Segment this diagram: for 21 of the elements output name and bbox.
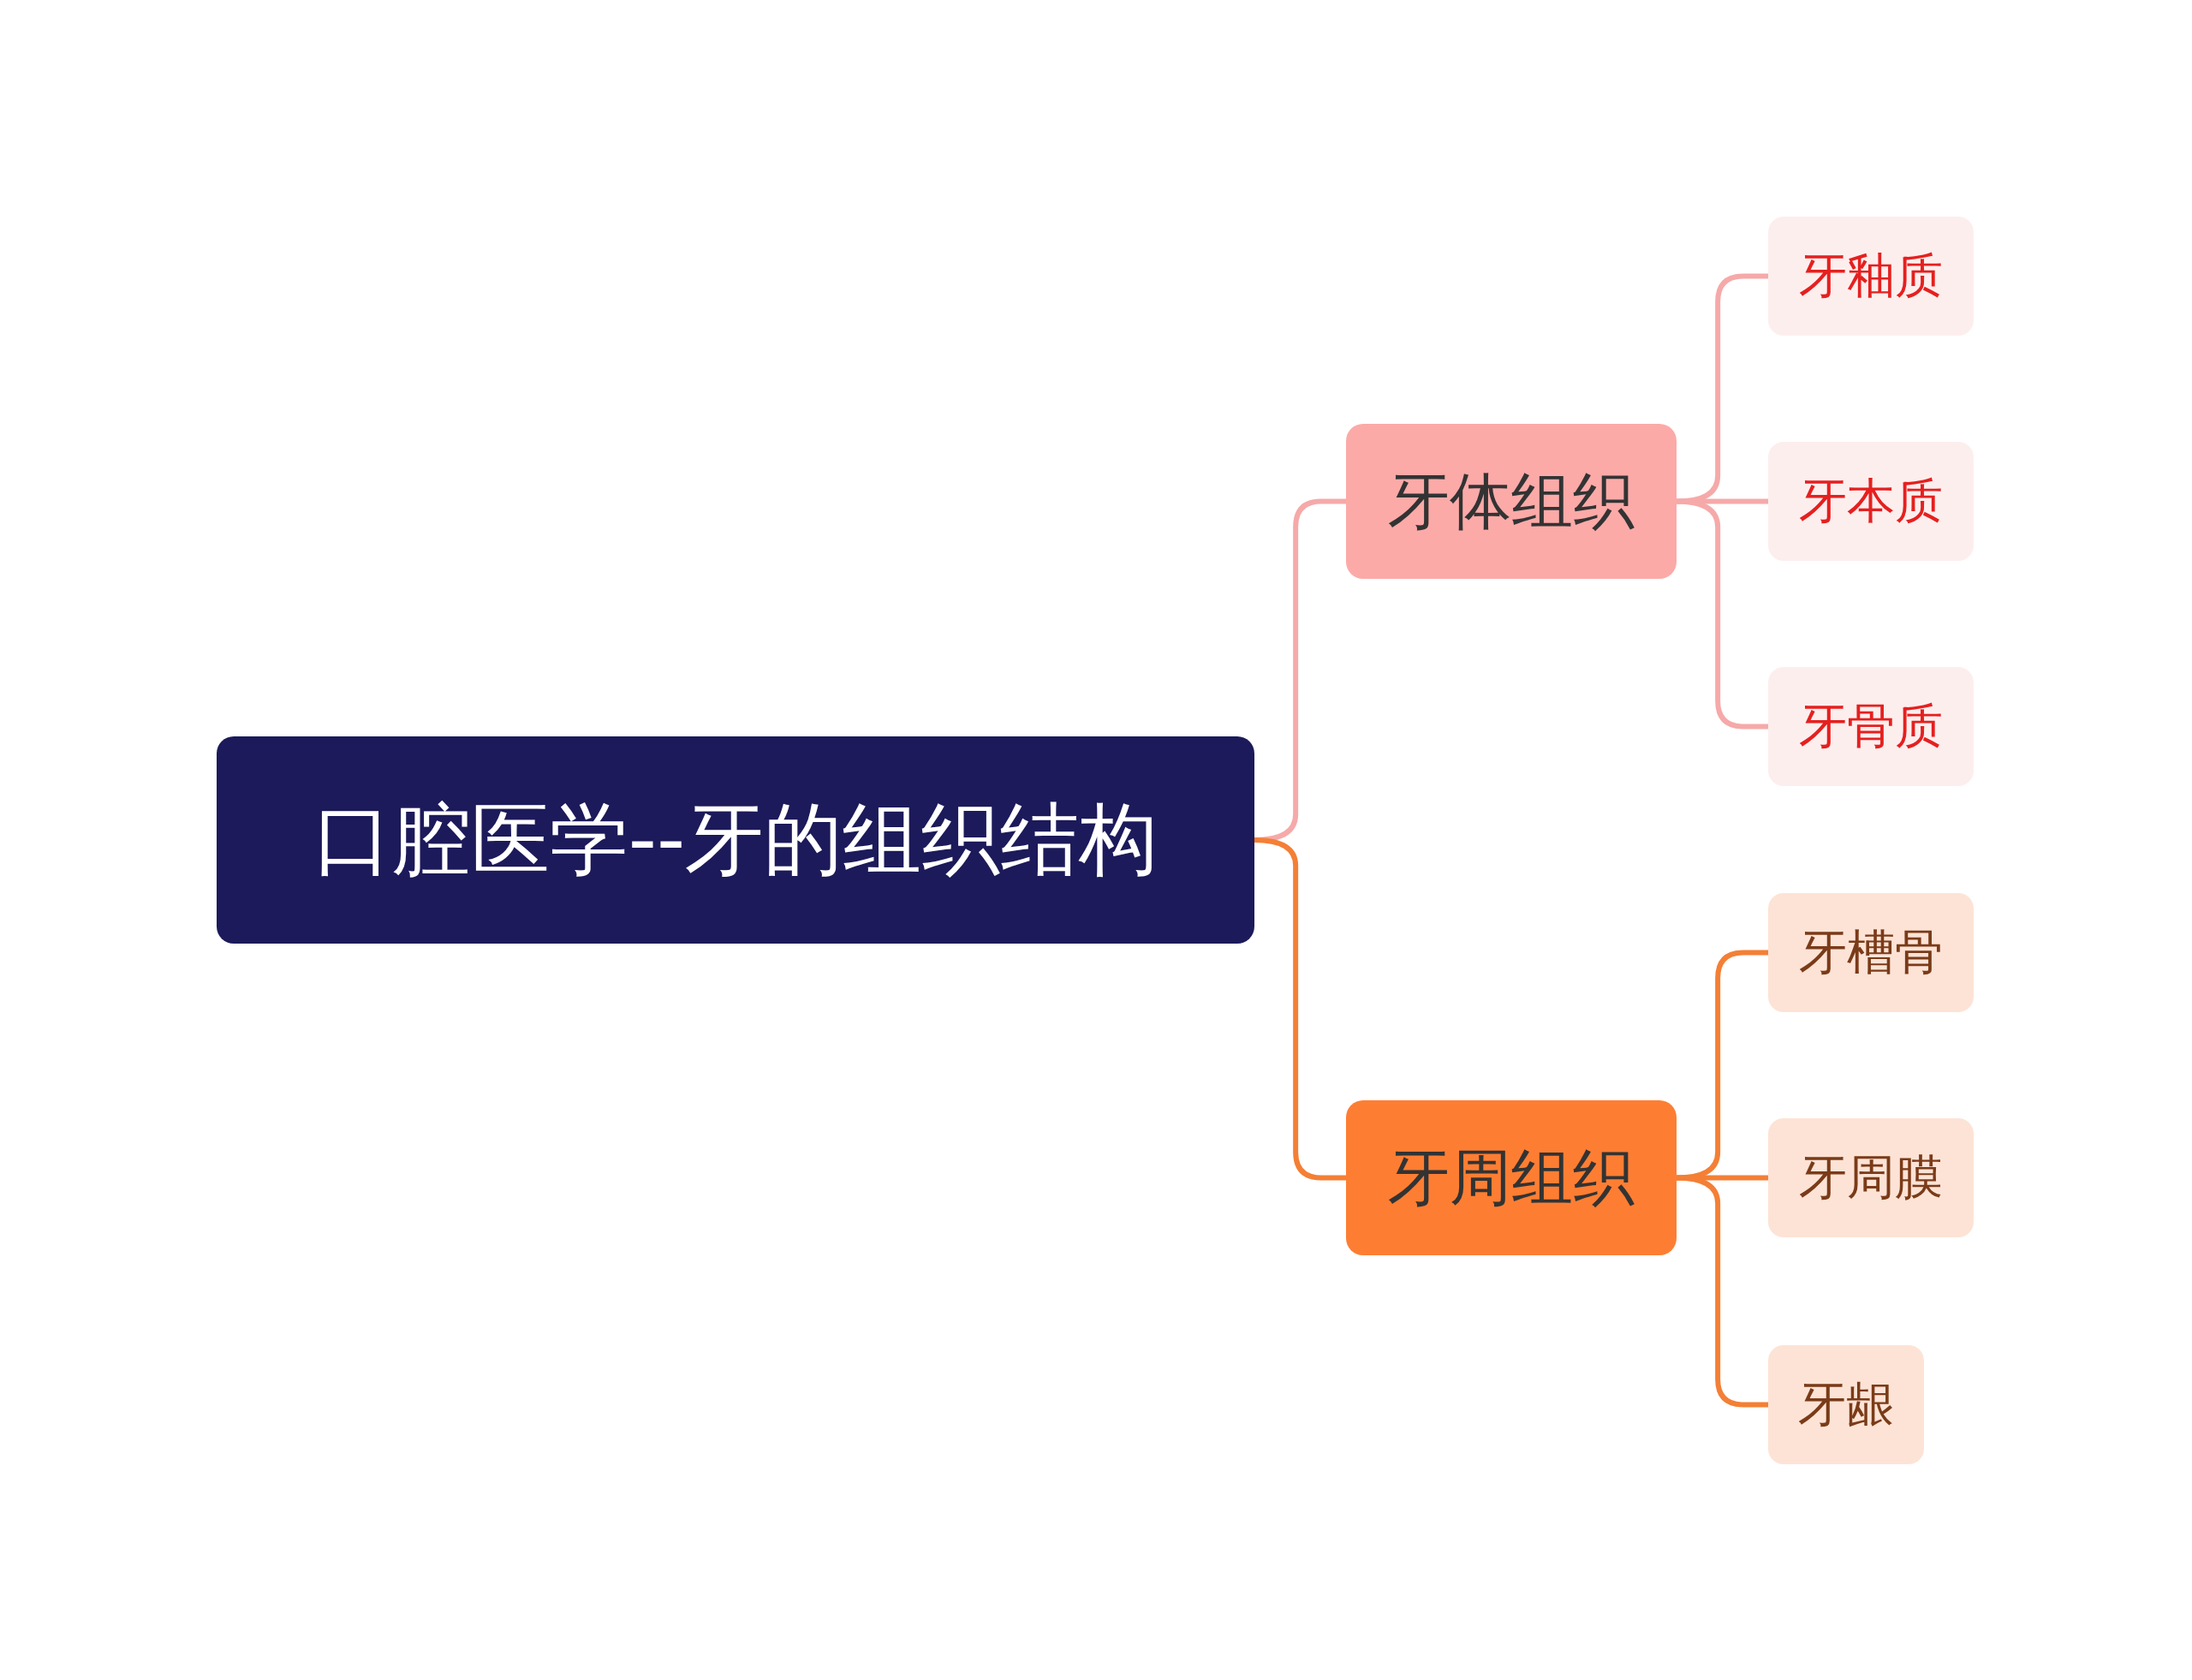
topic-label: 牙龈 (1798, 1374, 1894, 1433)
topic-box (1768, 442, 1974, 561)
topic-box (1768, 667, 1974, 786)
topic-label: 牙骨质 (1799, 696, 1943, 755)
topic-box (1768, 1345, 1924, 1464)
topic-box (217, 736, 1254, 944)
topic-label: 牙釉质 (1799, 246, 1943, 305)
topic-label: 牙周组织 (1388, 1140, 1635, 1215)
topic-box (1768, 217, 1974, 336)
topic-box (1768, 1118, 1974, 1237)
topic-label: 牙槽骨 (1799, 922, 1943, 981)
topic-label: 牙体组织 (1388, 463, 1635, 539)
connector (1676, 498, 1768, 730)
topic-label: 牙本质 (1799, 471, 1943, 530)
connector (1254, 837, 1346, 1181)
topic-box (1346, 424, 1677, 579)
topic-box (1346, 1100, 1677, 1255)
connector (1676, 1175, 1768, 1408)
topic-label: 口腔医学--牙的组织结构 (313, 793, 1159, 887)
topic-label: 牙周膜 (1799, 1147, 1943, 1206)
topic-box (1768, 893, 1974, 1012)
